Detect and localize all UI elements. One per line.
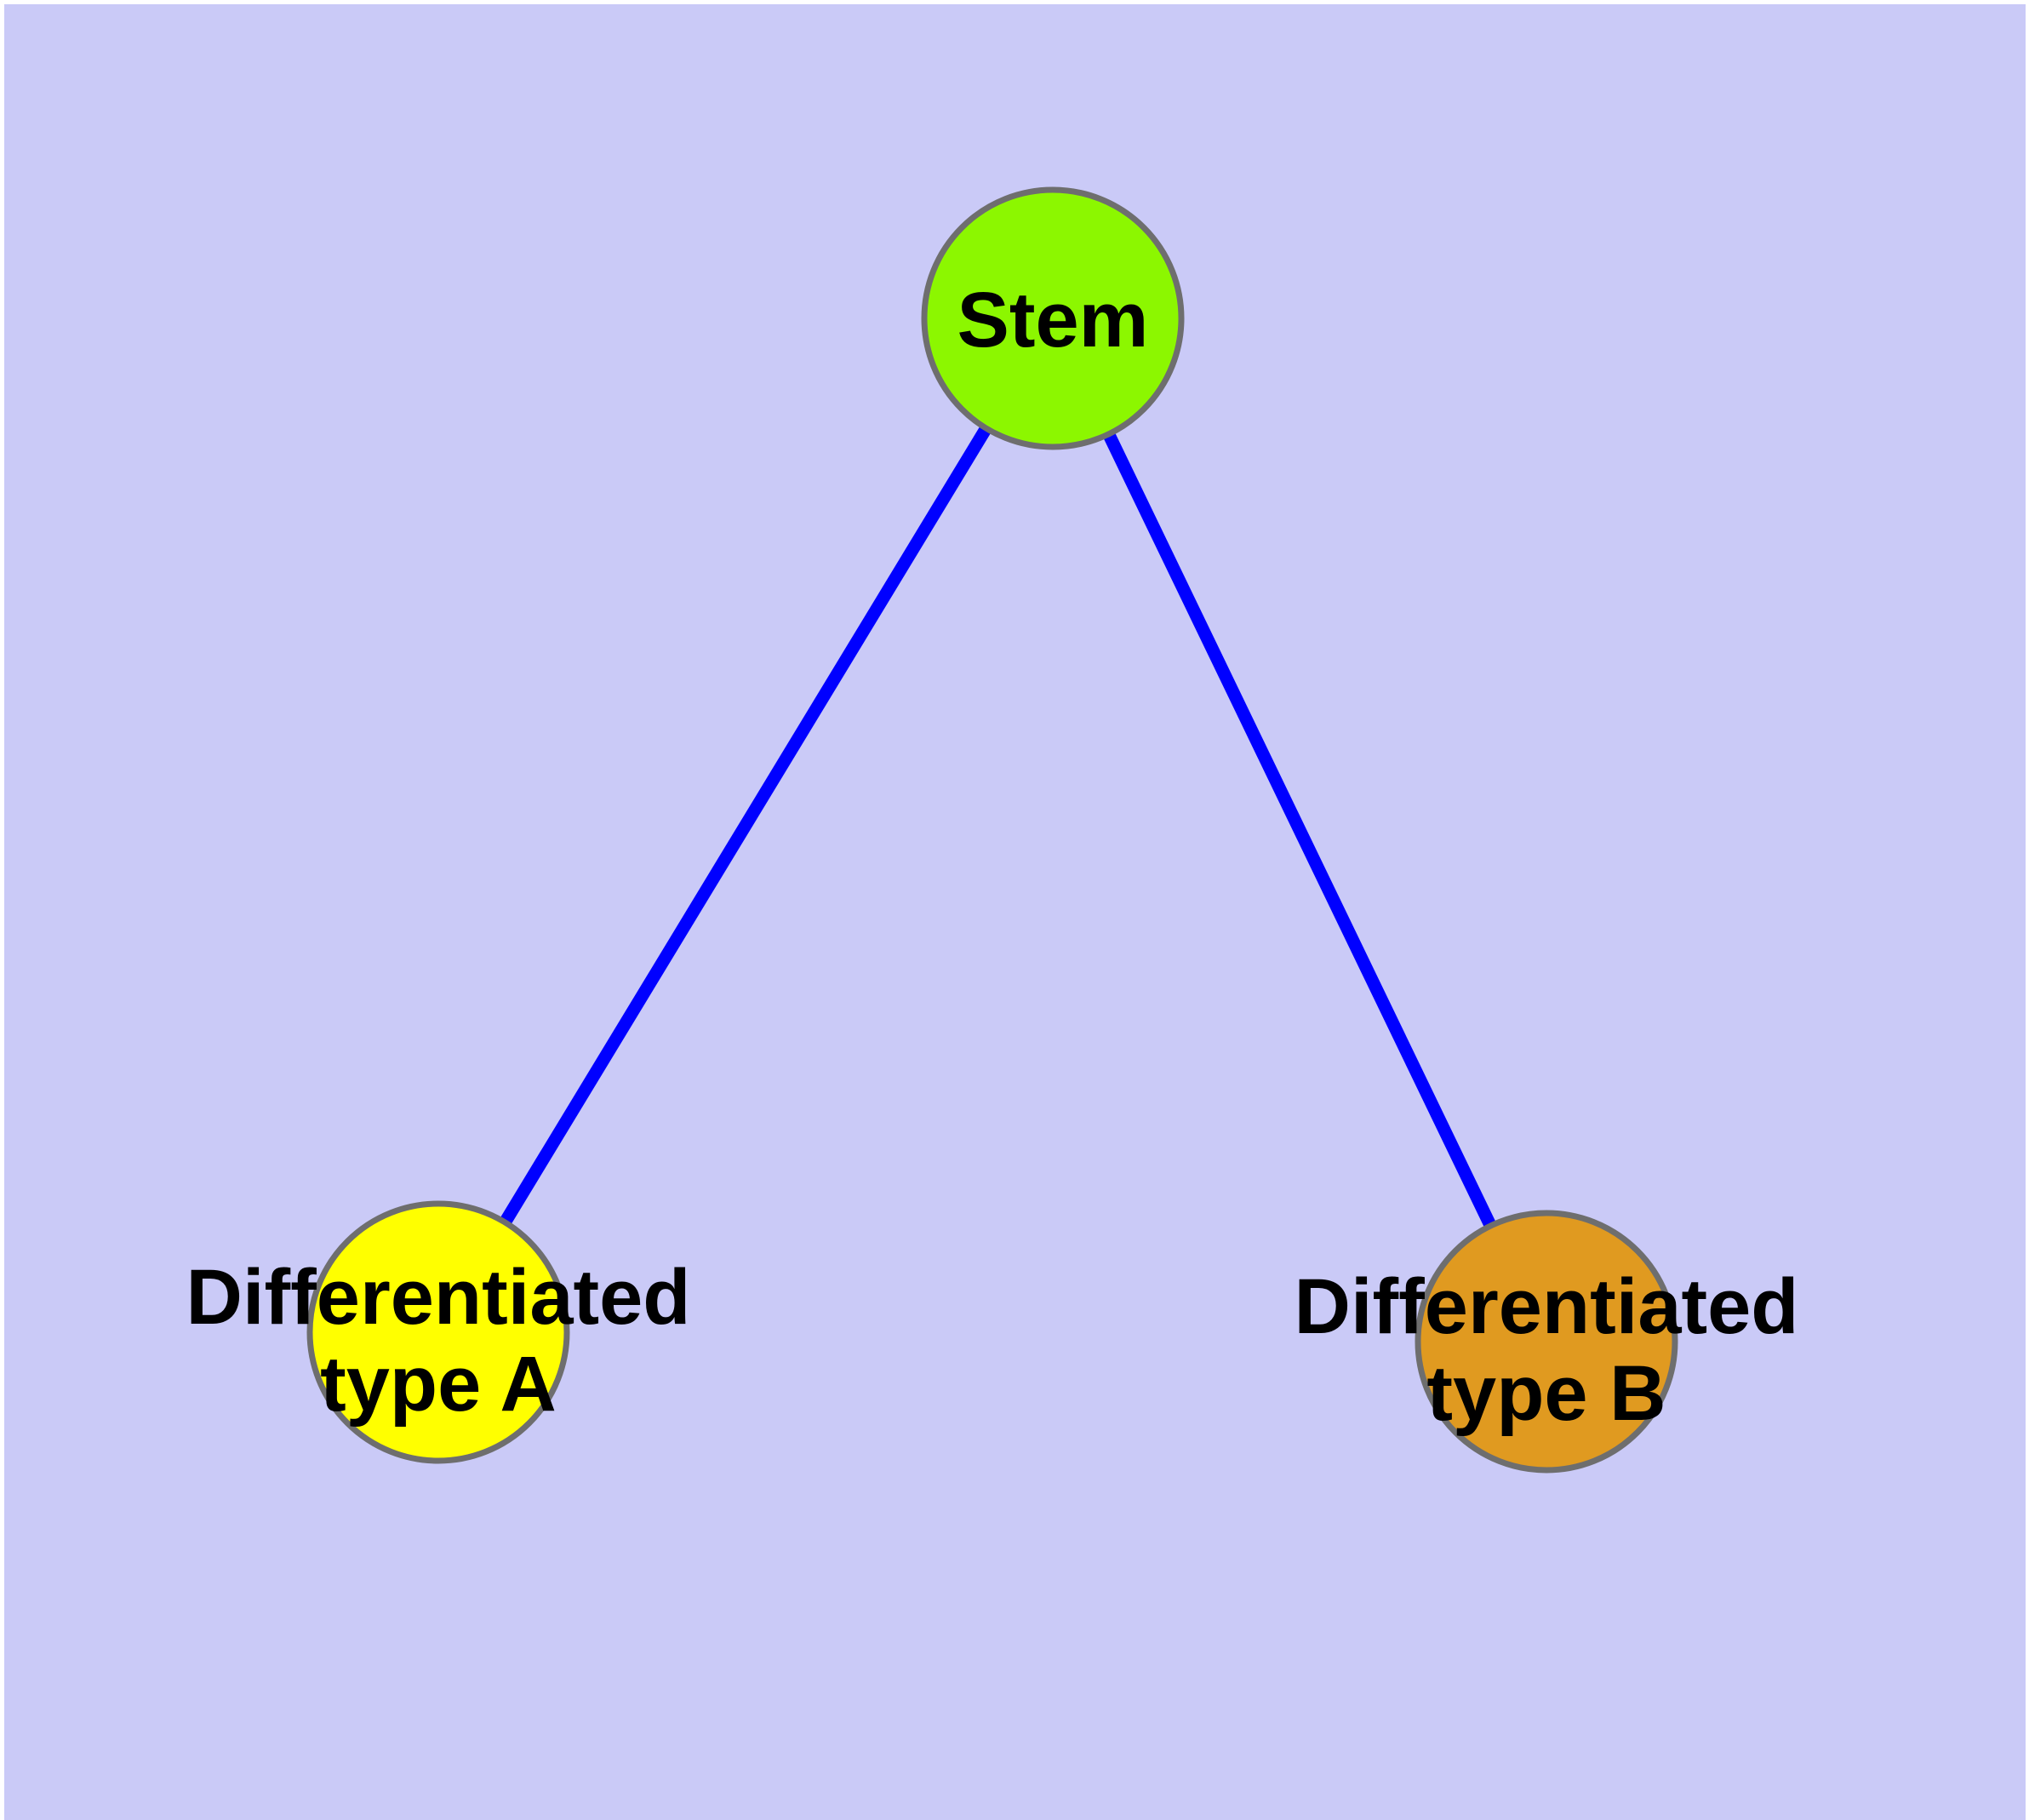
node-type-a-label-line2: type A	[320, 1341, 557, 1428]
node-type-b-label-line2: type B	[1426, 1350, 1666, 1437]
node-type-b-label-line1: Differentiated	[1295, 1263, 1799, 1350]
edge-stem-to-type-a	[432, 315, 1059, 1336]
node-type-a-label-line1: Differentiated	[186, 1254, 691, 1341]
node-stem-label: Stem	[957, 277, 1149, 363]
node-stem	[921, 186, 1185, 450]
node-type-b	[1415, 1210, 1678, 1474]
edge-stem-to-type-b	[1047, 315, 1552, 1345]
node-type-a	[306, 1200, 570, 1464]
